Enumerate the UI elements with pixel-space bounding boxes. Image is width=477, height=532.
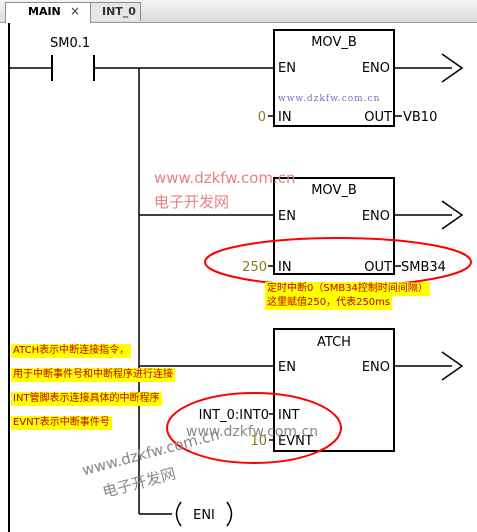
box-title: MOV_B	[311, 35, 357, 50]
pin-out: OUT	[364, 260, 392, 275]
tab-main-label: MAIN	[28, 5, 61, 18]
annotation-atch-1: ATCH表示中断连接指令，	[11, 344, 132, 358]
pin-evnt: EVNT	[278, 434, 313, 449]
pin-in: IN	[278, 110, 292, 125]
pin-int: INT	[278, 408, 300, 423]
operand-evnt[interactable]: 10	[250, 434, 267, 449]
annotation-smb34-line2: 这里赋值250，代表250ms	[265, 296, 393, 310]
editor-tab-bar: MAIN × INT_0	[0, 0, 477, 23]
watermark-url: www.dzkfw.com.cn	[154, 169, 296, 187]
annotation-smb34-line1: 定时中断0（SMB34控制时间间隔）	[265, 282, 430, 296]
pin-eno: ENO	[362, 209, 390, 224]
operand-in[interactable]: 250	[242, 260, 267, 275]
tab-int0[interactable]: INT_0	[89, 2, 141, 21]
box-title: ATCH	[317, 335, 351, 350]
contact-label: SM0.1	[50, 36, 90, 51]
eno-arrow	[441, 53, 464, 83]
contact-sm0-1[interactable]: SM0.1	[50, 36, 95, 81]
atch-box[interactable]: ATCH EN ENO INT EVNT	[273, 328, 395, 452]
annotation-atch-3: INT管脚表示连接具体的中断程序	[11, 392, 162, 406]
highlight-ellipse-atch	[166, 392, 342, 464]
operand-in[interactable]: 0	[258, 110, 266, 125]
watermark-url-inline: www.dzkfw.com.cn	[186, 424, 319, 440]
watermark-url-small: www.dzkfw.com.cn	[278, 94, 381, 104]
pin-out: OUT	[364, 110, 392, 125]
box-title: MOV_B	[311, 183, 357, 198]
close-icon[interactable]: ×	[70, 4, 81, 18]
pin-eno: ENO	[362, 61, 390, 76]
coil-label: ENI	[193, 508, 215, 523]
annotation-atch-2: 用于中断事件号和中断程序进行连接	[11, 368, 175, 382]
eno-arrow	[441, 351, 464, 381]
eno-arrow	[441, 200, 464, 230]
pin-en: EN	[278, 209, 296, 224]
pin-en: EN	[278, 360, 296, 375]
tab-main[interactable]: MAIN ×	[5, 2, 91, 23]
eni-coil[interactable]: ENI	[175, 501, 233, 527]
operand-out[interactable]: VB10	[403, 110, 437, 125]
mov-b-box-2[interactable]: MOV_B EN ENO IN OUT	[273, 177, 395, 275]
mov-b-box-1[interactable]: MOV_B EN ENO IN OUT	[273, 29, 395, 127]
operand-int[interactable]: INT_0:INT0	[199, 408, 269, 423]
annotation-atch-4: EVNT表示中断事件号	[11, 416, 112, 430]
pin-eno: ENO	[362, 360, 390, 375]
pin-in: IN	[278, 260, 292, 275]
operand-out[interactable]: SMB34	[401, 260, 446, 275]
watermark-name: 电子开发网	[154, 193, 230, 211]
pin-en: EN	[278, 61, 296, 76]
tab-int0-label: INT_0	[102, 5, 136, 18]
